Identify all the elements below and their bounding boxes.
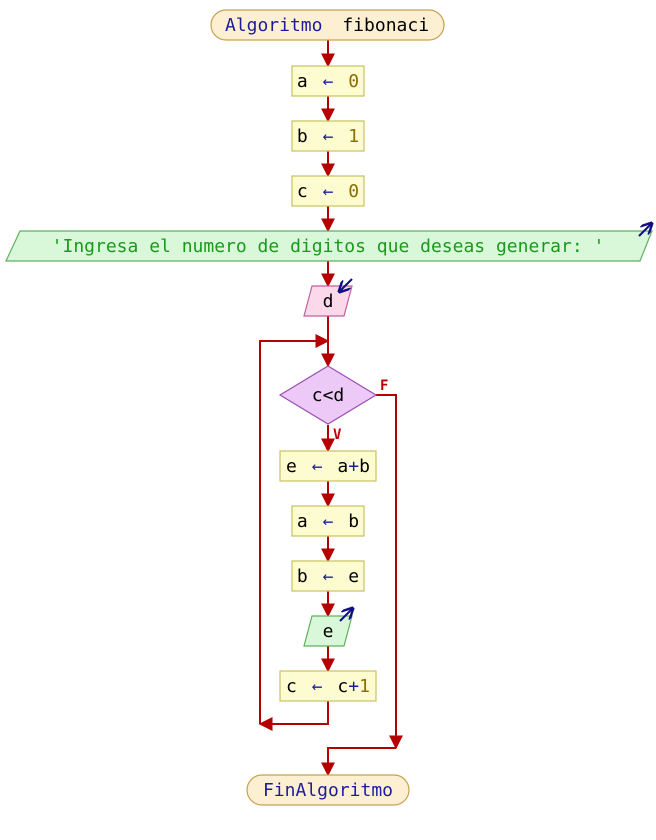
svg-text:Algoritmo fibonaci: Algoritmo fibonaci — [225, 15, 429, 36]
svg-text:c<d: c<d — [312, 385, 345, 406]
end-terminal: FinAlgoritmo — [246, 774, 410, 806]
process-assign-c: c ← 0 — [291, 175, 365, 207]
input-arrow-icon — [340, 278, 353, 291]
true-label: V — [333, 427, 342, 443]
start-keyword: Algoritmo — [225, 15, 323, 36]
process-assign-a2: a ← b — [291, 505, 365, 537]
false-label: F — [380, 378, 388, 394]
output-arrow-icon — [339, 609, 352, 622]
algorithm-name: fibonaci — [342, 15, 429, 36]
end-keyword: FinAlgoritmo — [263, 780, 393, 801]
svg-text:e ← a+b: e ← a+b — [286, 456, 370, 477]
svg-text:b ← e: b ← e — [297, 566, 359, 587]
svg-text:d: d — [323, 291, 334, 312]
svg-text:a ← 0: a ← 0 — [297, 71, 359, 92]
svg-text:e: e — [323, 621, 334, 642]
process-assign-a: a ← 0 — [291, 65, 365, 97]
svg-text:c ← c+1: c ← c+1 — [286, 676, 370, 697]
process-increment-c: c ← c+1 — [279, 670, 377, 702]
output-prompt: 'Ingresa el numero de digitos que deseas… — [5, 224, 652, 262]
process-assign-b: b ← 1 — [291, 120, 365, 152]
svg-text:b ← 1: b ← 1 — [297, 126, 359, 147]
input-d: d — [303, 278, 353, 317]
output-e: e — [303, 609, 352, 647]
output-arrow-icon — [638, 224, 651, 237]
start-terminal: Algoritmo fibonaci — [210, 9, 445, 41]
process-assign-b2: b ← e — [291, 560, 365, 592]
prompt-text: 'Ingresa el numero de digitos que deseas… — [52, 236, 605, 257]
svg-text:a ← b: a ← b — [297, 511, 359, 532]
flow-lines — [258, 40, 403, 777]
svg-text:c ← 0: c ← 0 — [297, 181, 359, 202]
decision-condition: c<d F V — [278, 365, 388, 443]
process-assign-e: e ← a+b — [279, 450, 377, 482]
